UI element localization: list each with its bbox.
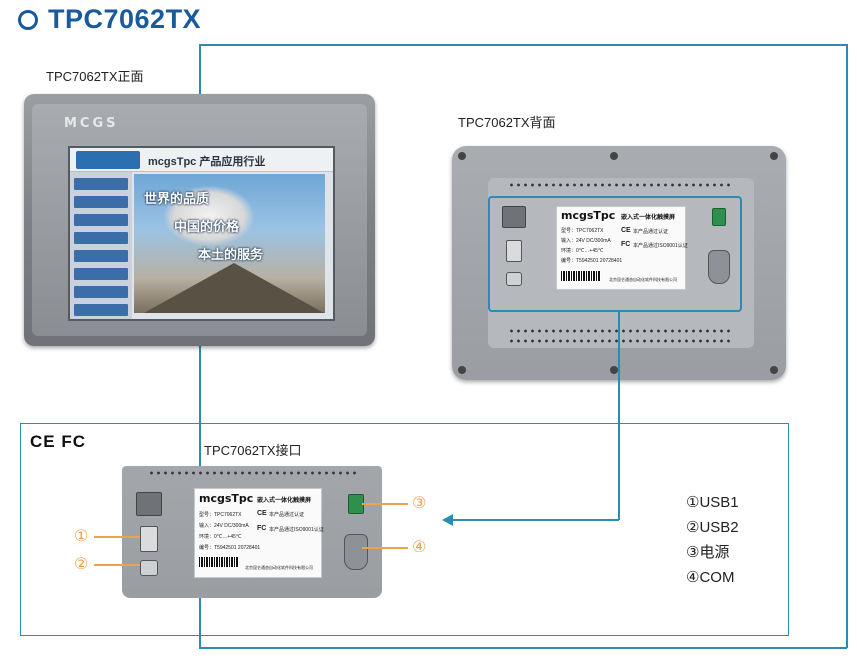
- zoom-label-brand: mcgsTpc: [199, 492, 254, 505]
- screw: [458, 366, 466, 374]
- frame-line-right: [846, 44, 848, 648]
- label-barcode: [561, 271, 601, 281]
- legend-com: ④COM: [686, 569, 735, 586]
- label-cert2: 本产品通过ISO9001认证: [633, 243, 688, 249]
- frame-line-left-upper: [199, 44, 201, 94]
- zoom-label-input: 输入：24V DC/300mA: [199, 523, 249, 529]
- screen-menu-item: [74, 232, 128, 244]
- label-maker: 北京昆仑通态自动化软件科技有限公司: [609, 277, 677, 282]
- volcano-mountain: [144, 263, 324, 313]
- interface-zoom-image: mcgsTpc 嵌入式一体化触摸屏 型号：TPC7062TX 输入：24V DC…: [122, 466, 382, 598]
- screen-menu-item: [74, 268, 128, 280]
- page-title-row: TPC7062TX: [18, 4, 201, 35]
- label-tagline: 嵌入式一体化触摸屏: [621, 215, 676, 221]
- frame-line-left-lower: [199, 346, 201, 468]
- top-vent: [508, 182, 730, 188]
- slogan-line-3: 本土的服务: [198, 247, 264, 262]
- zoom-label-cert2: 本产品通过ISO9001认证: [269, 527, 324, 533]
- zoom-vent: [148, 470, 356, 476]
- legend-usb2: ②USB2: [686, 519, 739, 536]
- screen-sidebar: [70, 172, 132, 319]
- zoom-usb2-port: [140, 560, 158, 576]
- screen-header: mcgsTpc 产品应用行业: [70, 148, 333, 172]
- callout-2: ②: [74, 556, 89, 573]
- frame-line-bottom: [199, 647, 847, 649]
- screw: [610, 366, 618, 374]
- zoom-product-label: mcgsTpc 嵌入式一体化触摸屏 型号：TPC7062TX 输入：24V DC…: [194, 488, 324, 578]
- interface-caption: TPC7062TX接口: [204, 443, 302, 458]
- zoom-label-env: 环境：0℃…+45℃: [199, 534, 242, 540]
- back-com-port: [708, 250, 730, 284]
- back-port-block: [502, 206, 526, 228]
- back-usb1-port: [506, 240, 522, 262]
- zoom-label-tagline: 嵌入式一体化触摸屏: [257, 498, 312, 504]
- interface-box: [20, 423, 789, 636]
- screen-menu-item: [74, 250, 128, 262]
- zoom-label-ce-mark: CE: [257, 510, 267, 517]
- zoom-usb1-port: [140, 526, 158, 552]
- label-brand: mcgsTpc: [561, 209, 616, 222]
- cert-marks: CE FC: [30, 432, 86, 451]
- callout-3: ③: [412, 495, 427, 512]
- frame-line-left-bottom: [199, 598, 201, 648]
- screen-brand: mcgsTpc 产品应用行业: [148, 156, 266, 168]
- zoom-label-fc-mark: FC: [257, 525, 267, 532]
- circle-bullet-icon: [18, 9, 38, 30]
- screen-menu-item: [74, 304, 128, 316]
- volcano-cloud: [164, 186, 254, 246]
- zoom-label-model: 型号：TPC7062TX: [199, 512, 242, 518]
- label-fc-mark: FC: [621, 241, 631, 248]
- slogan-line-2: 中国的价格: [174, 219, 240, 234]
- screen-menu-item: [74, 214, 128, 226]
- screw: [458, 152, 466, 160]
- page-title: TPC7062TX: [48, 4, 202, 34]
- slogan-line-1: 世界的品质: [144, 191, 210, 206]
- arrow-line-horizontal: [452, 519, 619, 521]
- label-env: 环境：0℃…+45℃: [561, 248, 604, 254]
- back-caption: TPC7062TX背面: [458, 115, 556, 130]
- screen-banner: 世界的品质 中国的价格 本土的服务: [134, 174, 325, 313]
- back-port-highlight: [488, 196, 742, 312]
- screw: [770, 152, 778, 160]
- label-ce-mark: CE: [621, 227, 631, 234]
- front-brand-logo: MCGS: [64, 116, 119, 131]
- zoom-label-serial: 编号：T5942501 20728401: [199, 545, 261, 551]
- zoom-label-barcode: [199, 557, 239, 567]
- callout-line-2: [94, 564, 140, 566]
- callout-line-4: [362, 547, 408, 549]
- front-screen: mcgsTpc 产品应用行业 世界的品质 中国的价格 本土的服务: [68, 146, 335, 321]
- arrow-head-icon: [442, 514, 453, 526]
- front-caption: TPC7062TX正面: [46, 69, 144, 84]
- callout-line-1: [94, 536, 140, 538]
- screen-menu-item: [74, 196, 128, 208]
- screen-logo: [76, 151, 140, 169]
- screen-menu-item: [74, 286, 128, 298]
- callout-4: ④: [412, 539, 427, 556]
- callout-line-3: [362, 503, 408, 505]
- zoom-com-port: [344, 534, 368, 570]
- legend-usb1: ①USB1: [686, 494, 739, 511]
- arrow-line-vertical: [618, 312, 620, 520]
- back-power-connector: [712, 208, 726, 226]
- label-serial: 编号：T5942501 20728401: [561, 258, 623, 264]
- port-legend: ①USB1 ②USB2 ③电源 ④COM: [686, 490, 739, 590]
- legend-power: ③电源: [686, 544, 730, 561]
- callout-1: ①: [74, 528, 89, 545]
- screw: [770, 366, 778, 374]
- label-cert1: 本产品通过认证: [633, 229, 669, 235]
- label-model: 型号：TPC7062TX: [561, 228, 604, 234]
- label-input: 输入：24V DC/300mA: [561, 238, 611, 244]
- zoom-port-block: [136, 492, 162, 516]
- back-product-label: mcgsTpc 嵌入式一体化触摸屏 型号：TPC7062TX 输入：24V DC…: [556, 206, 688, 290]
- screw: [610, 152, 618, 160]
- zoom-label-maker: 北京昆仑通态自动化软件科技有限公司: [245, 565, 313, 570]
- zoom-label-cert1: 本产品通过认证: [269, 512, 305, 518]
- frame-line-top: [199, 44, 847, 46]
- screen-menu-item: [74, 178, 128, 190]
- front-device-image: MCGS mcgsTpc 产品应用行业 世界的品质 中国的价格 本土的服务: [24, 94, 375, 346]
- back-usb2-port: [506, 272, 522, 286]
